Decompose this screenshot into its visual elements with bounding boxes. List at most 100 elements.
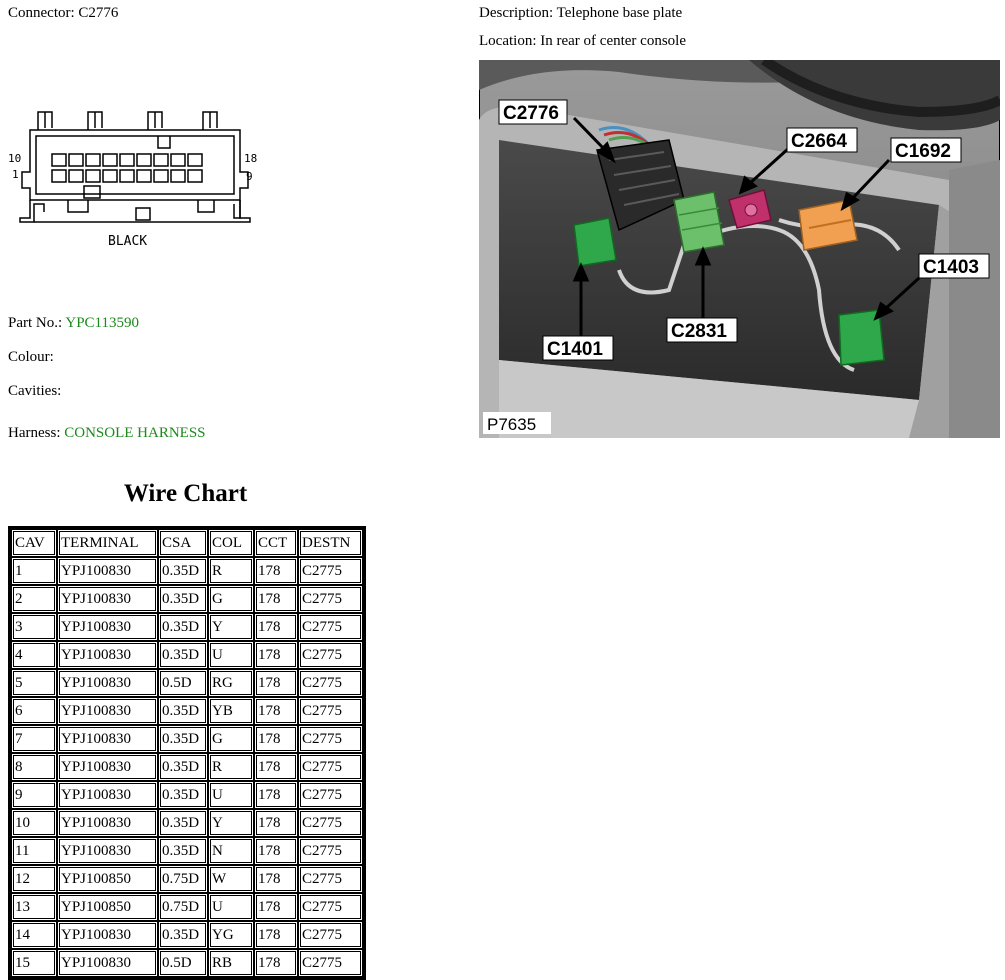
table-cell-col: RB [208, 949, 254, 977]
table-cell-csa: 0.35D [158, 781, 208, 809]
column-header-cct: CCT [254, 529, 298, 557]
column-header-terminal: TERMINAL [57, 529, 158, 557]
table-cell-csa: 0.35D [158, 557, 208, 585]
table-cell-cct: 178 [254, 893, 298, 921]
pin-label-right-top: 18 [244, 152, 257, 165]
table-cell-csa: 0.35D [158, 585, 208, 613]
table-cell-col: N [208, 837, 254, 865]
table-cell-cct: 178 [254, 669, 298, 697]
table-cell-col: U [208, 641, 254, 669]
table-cell-col: R [208, 557, 254, 585]
callout-c1401: C1401 [547, 339, 603, 360]
table-cell-csa: 0.75D [158, 893, 208, 921]
table-cell-csa: 0.35D [158, 697, 208, 725]
table-cell-csa: 0.35D [158, 753, 208, 781]
location-label: Location: [479, 33, 537, 49]
photo-reference: P7635 [487, 415, 536, 434]
table-cell-terminal: YPJ100830 [57, 949, 158, 977]
callout-c1403: C1403 [923, 257, 979, 278]
table-cell-destn: C2775 [298, 585, 363, 613]
description-line: Description: Telephone base plate [479, 5, 682, 22]
table-cell-terminal: YPJ100830 [57, 697, 158, 725]
column-header-csa: CSA [158, 529, 208, 557]
table-cell-cct: 178 [254, 921, 298, 949]
table-cell-terminal: YPJ100830 [57, 585, 158, 613]
cavities-line: Cavities: [8, 383, 61, 400]
table-cell-terminal: YPJ100830 [57, 753, 158, 781]
connector-value: C2776 [78, 5, 119, 21]
table-cell-terminal: YPJ100830 [57, 809, 158, 837]
table-cell-col: U [208, 781, 254, 809]
column-header-col: COL [208, 529, 254, 557]
table-cell-terminal: YPJ100830 [57, 557, 158, 585]
table-cell-csa: 0.35D [158, 921, 208, 949]
table-cell-cct: 178 [254, 585, 298, 613]
pin-label-left-bottom: 1 [12, 168, 19, 181]
table-cell-cav: 12 [11, 865, 57, 893]
table-cell-col: W [208, 865, 254, 893]
location-value: In rear of center console [540, 33, 686, 49]
part-no-line: Part No.: YPC113590 [8, 315, 139, 332]
location-line: Location: In rear of center console [479, 33, 686, 50]
table-cell-cav: 6 [11, 697, 57, 725]
table-cell-cav: 9 [11, 781, 57, 809]
table-cell-cct: 178 [254, 613, 298, 641]
table-cell-terminal: YPJ100850 [57, 893, 158, 921]
column-header-destn: DESTN [298, 529, 363, 557]
table-cell-destn: C2775 [298, 921, 363, 949]
part-no-label: Part No.: [8, 315, 63, 331]
harness-line: Harness: CONSOLE HARNESS [8, 425, 206, 442]
table-cell-terminal: YPJ100830 [57, 613, 158, 641]
table-cell-cav: 15 [11, 949, 57, 977]
wire-chart-title: Wire Chart [123, 480, 248, 507]
table-cell-csa: 0.35D [158, 641, 208, 669]
table-cell-destn: C2775 [298, 669, 363, 697]
table-cell-col: G [208, 585, 254, 613]
table-cell-destn: C2775 [298, 781, 363, 809]
table-cell-col: YG [208, 921, 254, 949]
table-cell-csa: 0.35D [158, 613, 208, 641]
description-value: Telephone base plate [556, 5, 683, 21]
table-cell-cav: 10 [11, 809, 57, 837]
connector-face-diagram: 10 1 18 9 BLACK [8, 111, 257, 249]
table-cell-destn: C2775 [298, 557, 363, 585]
table-cell-col: RG [208, 669, 254, 697]
table-cell-cct: 178 [254, 837, 298, 865]
connector-label: Connector: [8, 5, 75, 21]
table-cell-destn: C2775 [298, 893, 363, 921]
table-cell-cav: 14 [11, 921, 57, 949]
table-cell-cct: 178 [254, 809, 298, 837]
table-cell-cav: 5 [11, 669, 57, 697]
table-cell-destn: C2775 [298, 837, 363, 865]
table-cell-csa: 0.35D [158, 837, 208, 865]
table-cell-cct: 178 [254, 949, 298, 977]
harness-value: CONSOLE HARNESS [64, 425, 206, 441]
pin-label-left-top: 10 [8, 152, 21, 165]
callout-c2831: C2831 [671, 321, 727, 342]
colour-label: Colour: [8, 349, 54, 365]
table-cell-col: G [208, 725, 254, 753]
table-cell-cct: 178 [254, 641, 298, 669]
table-cell-cct: 178 [254, 865, 298, 893]
table-cell-cav: 13 [11, 893, 57, 921]
table-cell-csa: 0.5D [158, 669, 208, 697]
cavities-label: Cavities: [8, 383, 62, 399]
table-cell-destn: C2775 [298, 725, 363, 753]
table-cell-destn: C2775 [298, 641, 363, 669]
table-cell-destn: C2775 [298, 613, 363, 641]
table-cell-cav: 2 [11, 585, 57, 613]
table-cell-destn: C2775 [298, 697, 363, 725]
callout-c2776: C2776 [503, 103, 559, 124]
